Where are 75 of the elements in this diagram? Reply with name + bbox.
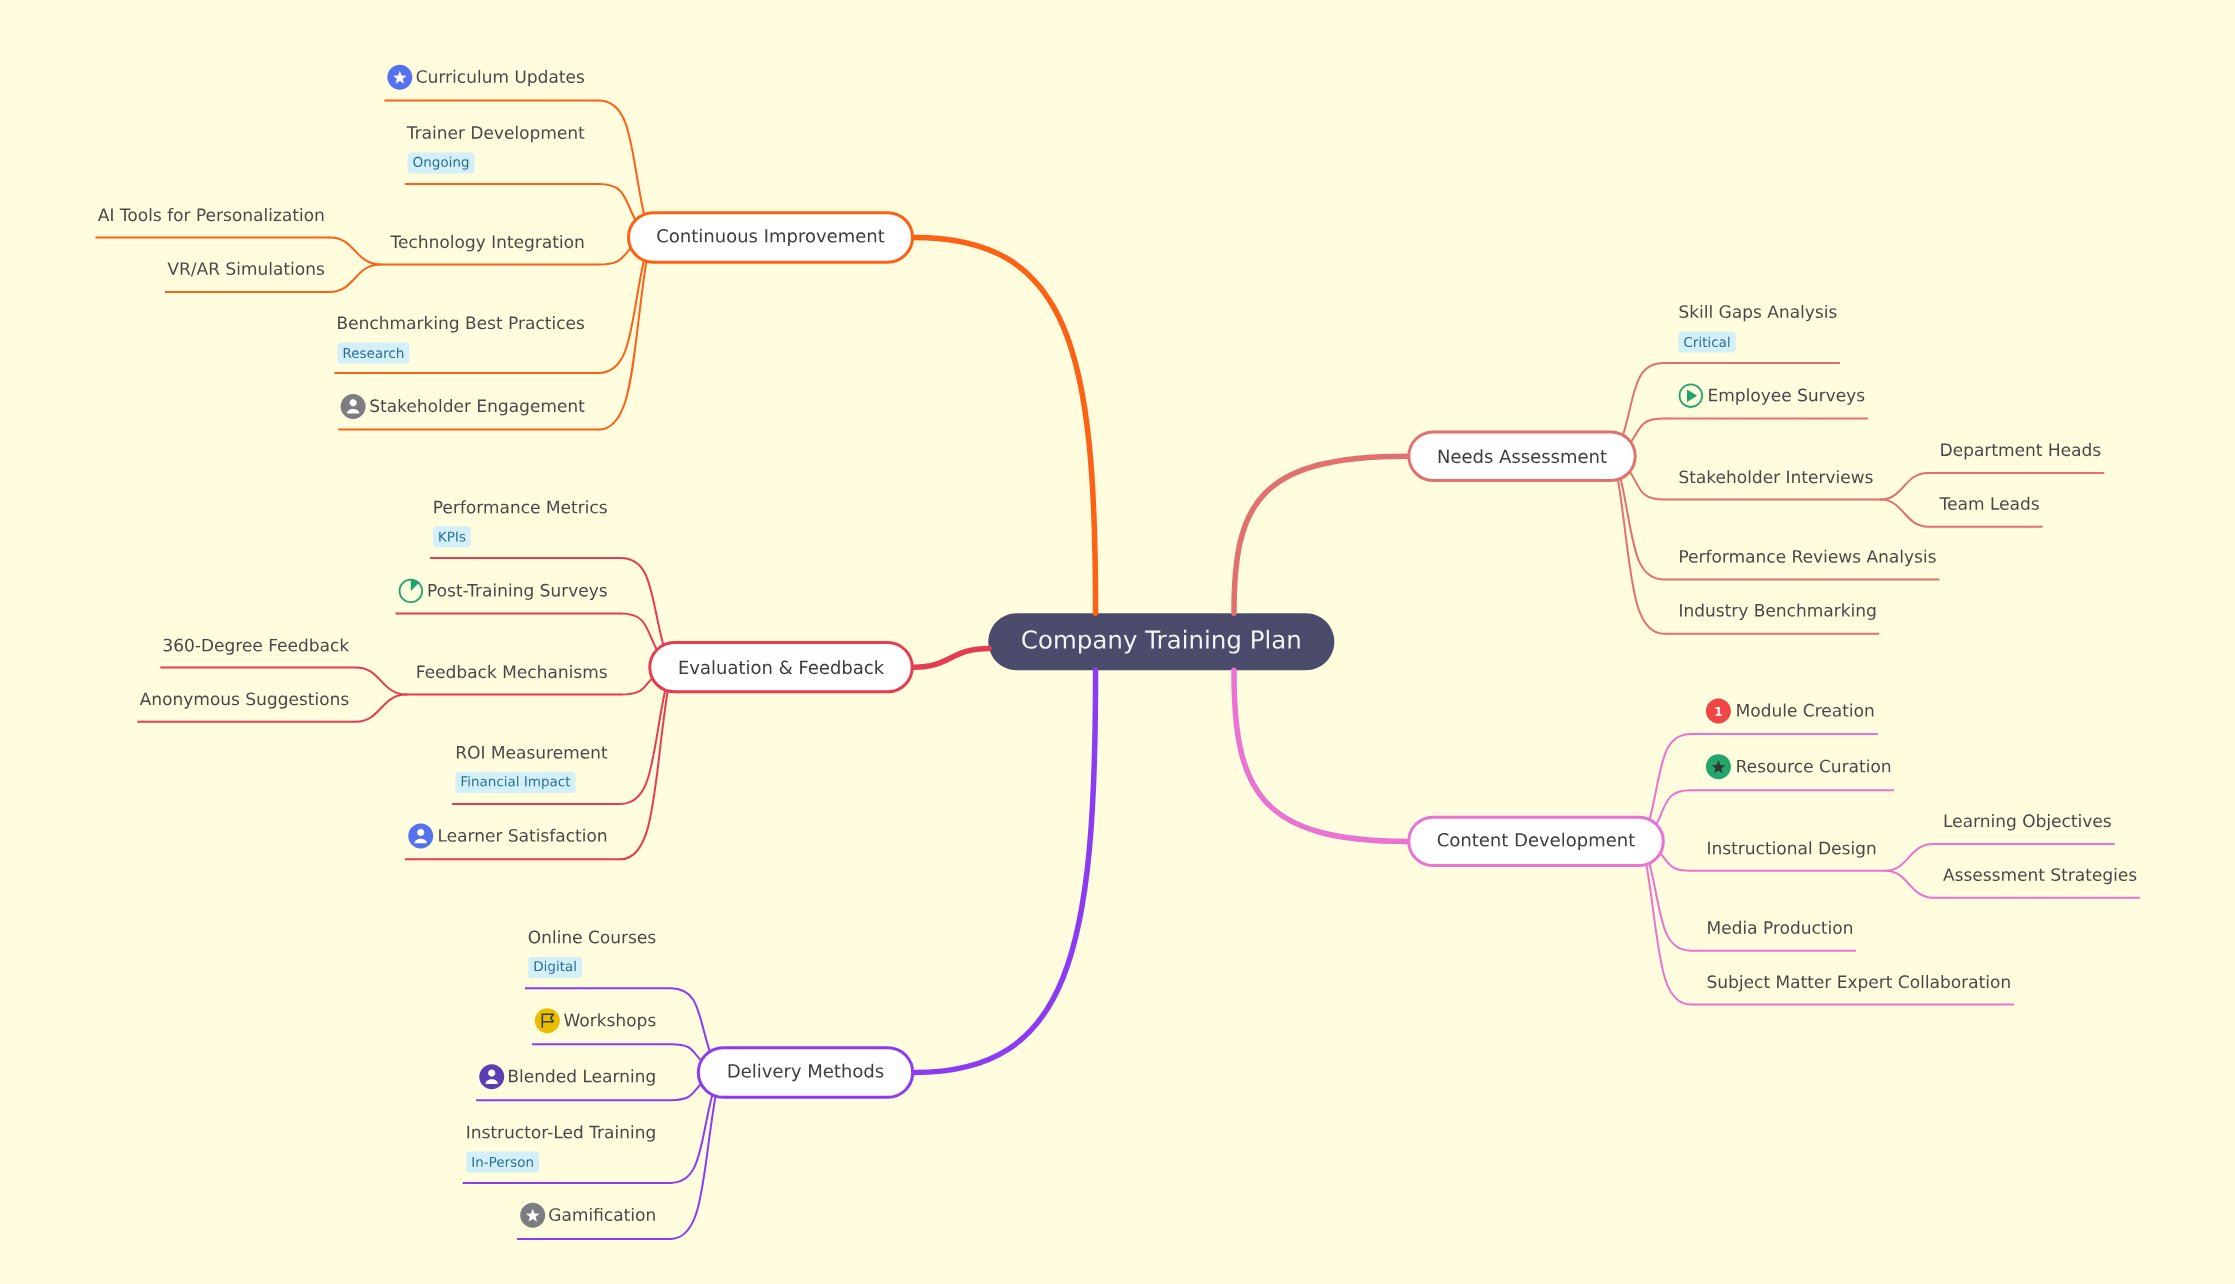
connector-line bbox=[1629, 417, 1666, 444]
underlined-topic: Curriculum Updates bbox=[383, 69, 600, 102]
connector-line bbox=[597, 260, 648, 431]
tag: Research bbox=[337, 342, 410, 364]
connector-line bbox=[911, 234, 1099, 616]
underlined-topic: Stakeholder Engagement bbox=[337, 398, 600, 431]
connector-line bbox=[1879, 471, 1930, 501]
topic-box: Delivery Methods bbox=[696, 1046, 915, 1099]
underlined-topic: Gamification bbox=[516, 1207, 672, 1240]
connector-line bbox=[1619, 477, 1666, 581]
underlined-topic: Post-Training Surveys bbox=[394, 583, 622, 615]
connector-line bbox=[911, 645, 992, 670]
connector-line bbox=[1616, 478, 1666, 635]
underlined-topic: Learning Objectives bbox=[1932, 814, 2116, 845]
underlined-topic: Instructional Design bbox=[1689, 841, 1887, 872]
underlined-topic: Assessment Strategies bbox=[1932, 867, 2141, 899]
connector-line bbox=[619, 557, 665, 647]
connector-line bbox=[1655, 789, 1692, 826]
connector-line bbox=[354, 666, 408, 696]
underlined-topic: AI Tools for Personalization bbox=[94, 208, 331, 239]
connector-line bbox=[1231, 667, 1410, 845]
tag: Digital bbox=[528, 956, 582, 978]
connector-line bbox=[597, 247, 632, 266]
connector-line bbox=[597, 182, 637, 222]
topic-box: Needs Assessment bbox=[1407, 430, 1637, 482]
tag: KPIs bbox=[432, 526, 471, 548]
underlined-topic: Workshops bbox=[531, 1013, 672, 1046]
connector-line bbox=[328, 236, 382, 266]
connector-line bbox=[1648, 862, 1692, 952]
underlined-topic: Media Production bbox=[1689, 920, 1857, 952]
underlined-topic: Performance Reviews Analysis bbox=[1663, 549, 1941, 581]
connector-line bbox=[597, 259, 645, 375]
tag: Critical bbox=[1678, 331, 1736, 353]
connector-line bbox=[1621, 361, 1666, 437]
underlined-topic: Stakeholder Interviews bbox=[1663, 470, 1882, 501]
connector-line bbox=[597, 99, 645, 216]
underlined-topic: Industry Benchmarking bbox=[1663, 603, 1881, 635]
underlined-topic: Feedback Mechanisms bbox=[405, 665, 622, 696]
connector-line bbox=[619, 689, 667, 805]
underlined-topic: Technology Integration bbox=[379, 234, 600, 266]
underlined-topic: Team Leads bbox=[1927, 496, 2044, 528]
connector-line bbox=[619, 677, 654, 696]
underlined-topic: Department Heads bbox=[1927, 443, 2106, 474]
connector-line bbox=[1645, 863, 1692, 1006]
connector-line bbox=[1628, 470, 1666, 501]
connector-line bbox=[1884, 869, 1935, 899]
topic-box: Content Development bbox=[1407, 815, 1665, 868]
topic-box: Evaluation & Feedback bbox=[648, 641, 914, 694]
connector-line bbox=[669, 1043, 703, 1062]
connector-line bbox=[1648, 733, 1692, 821]
connector-line bbox=[619, 612, 658, 651]
underlined-topic: Subject Matter Expert Collaboration bbox=[1689, 975, 2015, 1006]
connector-line bbox=[669, 1093, 714, 1184]
tag: In-Person bbox=[466, 1151, 539, 1173]
underlined-topic: Anonymous Suggestions bbox=[136, 692, 357, 723]
connector-line bbox=[1879, 498, 1930, 528]
underlined-topic: Learner Satisfaction bbox=[404, 828, 622, 861]
underlined-topic: 360-Degree Feedback bbox=[159, 638, 357, 669]
connector-line bbox=[669, 1082, 703, 1102]
central-topic: Company Training Plan bbox=[988, 613, 1335, 671]
connector-line bbox=[354, 693, 408, 723]
connector-line bbox=[328, 263, 382, 293]
connector-line bbox=[911, 667, 1099, 1076]
connector-line bbox=[1231, 453, 1411, 616]
tag: Financial Impact bbox=[455, 772, 576, 793]
connector-line bbox=[669, 987, 711, 1053]
underlined-topic: Blended Learning bbox=[475, 1069, 672, 1102]
connector-line bbox=[1659, 852, 1692, 872]
underlined-topic: VR/AR Simulations bbox=[164, 261, 331, 293]
number-badge: 1 bbox=[1705, 698, 1731, 724]
connector-line bbox=[669, 1095, 717, 1240]
connector-line bbox=[619, 689, 669, 861]
topic-box: Continuous Improvement bbox=[627, 211, 914, 264]
underlined-topic: Resource Curation bbox=[1689, 759, 1895, 792]
underlined-topic: Employee Surveys bbox=[1663, 388, 1870, 420]
